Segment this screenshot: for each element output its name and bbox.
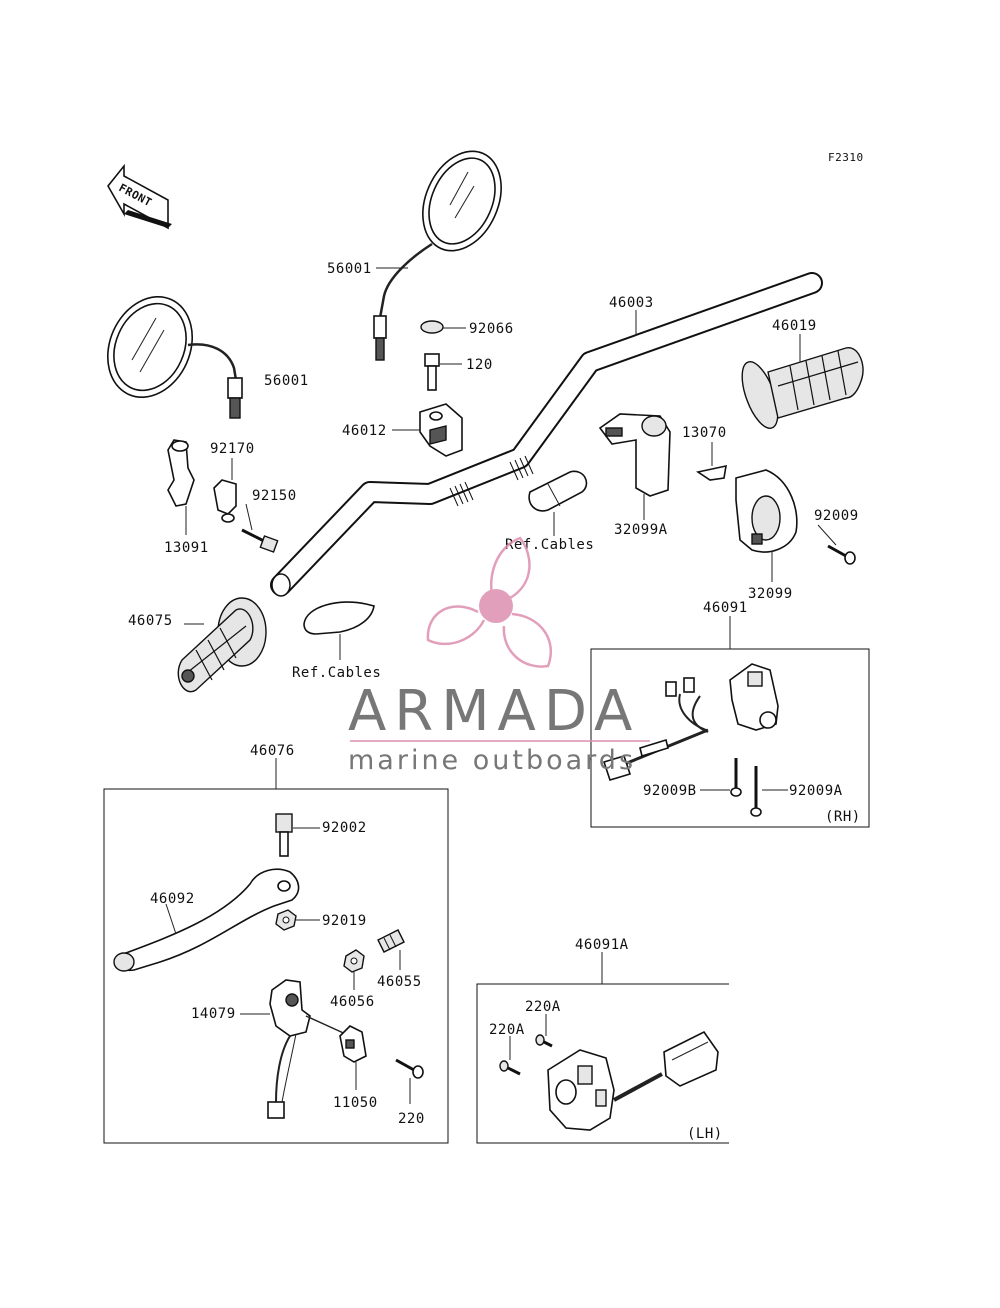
screw-220a-top [535,1034,553,1048]
front-arrow-icon: FRONT [107,163,172,230]
left-mirror [106,295,243,419]
label-switch-lh: 46091A [575,937,629,953]
propeller-icon [426,536,553,668]
throttle-housing-lower [735,469,798,553]
label-mirror-left: 56001 [264,373,309,389]
rh-box-label: (RH) [825,809,861,825]
lh-switch-box [476,983,729,1144]
figure-code: F2310 [828,151,864,164]
bolt-92002 [275,813,293,857]
watermark-tagline: marine outboards [348,745,636,776]
label-washer: 92066 [469,321,514,337]
label-holder: 46012 [342,423,387,439]
label-32099: 32099 [748,586,793,602]
handlebar [270,272,823,597]
mirror-bracket [167,439,195,507]
label-lever-holder: 14079 [191,1006,236,1022]
lever [113,868,300,972]
lh-switch-assembly [547,1030,719,1131]
label-92009a: 92009A [789,783,843,799]
screw-220a-left [499,1060,521,1076]
label-grip-right: 46019 [772,318,817,334]
label-92150: 92150 [252,488,297,504]
nut-92019 [275,909,297,931]
label-11050: 11050 [333,1095,378,1111]
label-grip-left: 46075 [128,613,173,629]
label-13091: 13091 [164,540,209,556]
screw-92009 [827,544,856,565]
screw-220 [395,1058,424,1079]
right-grip [741,347,864,429]
lh-box-label: (LH) [687,1126,723,1142]
right-mirror [373,150,502,361]
watermark-brand: ARMADA [348,679,640,744]
cable-boot-center [528,470,588,512]
cable-boot-left [303,601,375,635]
ref-cables-left: Ref.Cables [292,665,381,681]
left-grip [177,597,267,693]
clamp-92170 [213,479,237,523]
bolt-120 [424,353,440,391]
label-32099a: 32099A [614,522,668,538]
cable-guide [695,464,727,481]
nut-46056 [343,949,365,973]
armada-logo [426,536,553,668]
label-92170: 92170 [210,441,255,457]
switch-11050 [339,1025,367,1063]
rh-switch-assembly [602,663,779,781]
label-mirror-right: 56001 [327,261,372,277]
washer [420,320,444,334]
label-92009b: 92009B [643,783,697,799]
label-lever: 46092 [150,891,195,907]
label-92019: 92019 [322,913,367,929]
label-92002: 92002 [322,820,367,836]
label-13070: 13070 [682,425,727,441]
label-bolt-120: 120 [466,357,493,373]
label-handlebar: 46003 [609,295,654,311]
label-lever-assy: 46076 [250,743,295,759]
label-220: 220 [398,1111,425,1127]
throttle-housing-upper [598,413,671,497]
screw-92009b [730,758,742,797]
label-46055: 46055 [377,974,422,990]
propeller-hub [479,589,513,623]
label-switch-rh: 46091 [703,600,748,616]
screw-92009a [750,766,762,817]
label-220a-left: 220A [489,1022,525,1038]
label-92009: 92009 [814,508,859,524]
lever-holder [267,979,351,1119]
handlebar-holder [419,403,463,457]
bolt-92150 [241,528,279,553]
label-46056: 46056 [330,994,375,1010]
label-220a-top: 220A [525,999,561,1015]
adjuster-46055 [377,929,405,953]
